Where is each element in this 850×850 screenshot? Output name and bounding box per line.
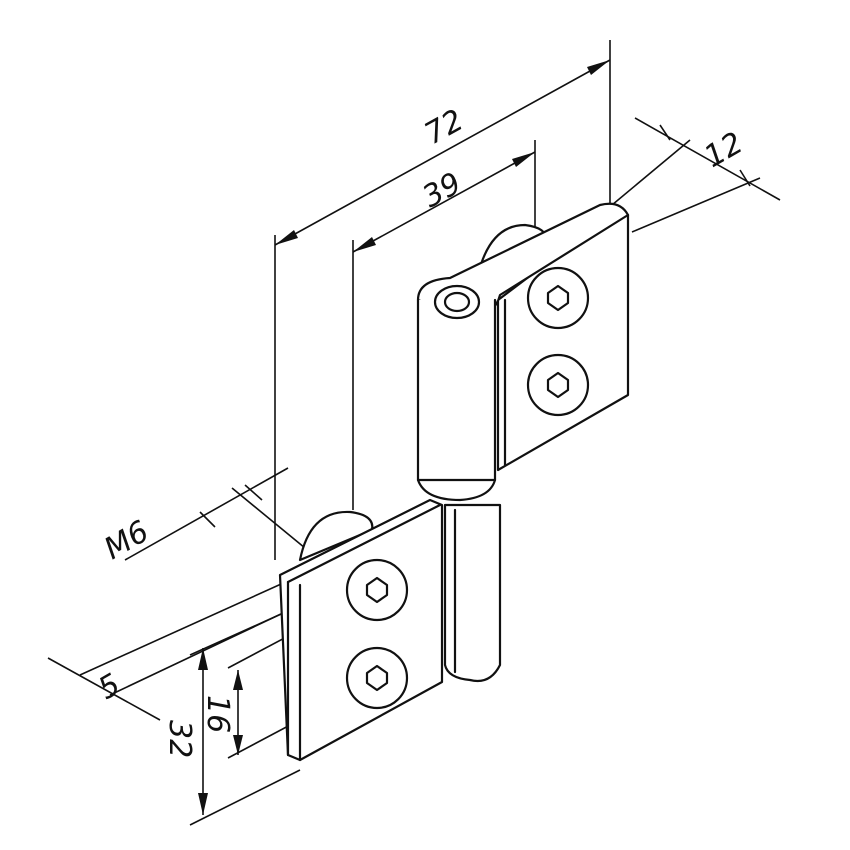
dimension-label-12: 12 [699,126,750,175]
screw-hole-icon [345,646,409,710]
lower-leaf [278,498,502,762]
dimension-label-72: 72 [419,103,469,152]
dimension-label-5: 5 [93,667,127,707]
dimension-m6: M6 [99,467,306,567]
pivot-hole-icon [443,291,471,313]
screw-hole-icon [345,558,409,622]
dimension-label-39: 39 [417,166,467,215]
upper-leaf [416,202,630,502]
dimension-12: 12 [611,117,781,233]
dimension-label-32: 32 [162,720,197,758]
screw-hole-icon [526,353,590,417]
screw-hole-icon [526,266,590,330]
dimension-32: 32 [162,609,301,826]
dimension-label-m6: M6 [99,514,155,567]
dimension-label-16: 16 [200,695,235,733]
